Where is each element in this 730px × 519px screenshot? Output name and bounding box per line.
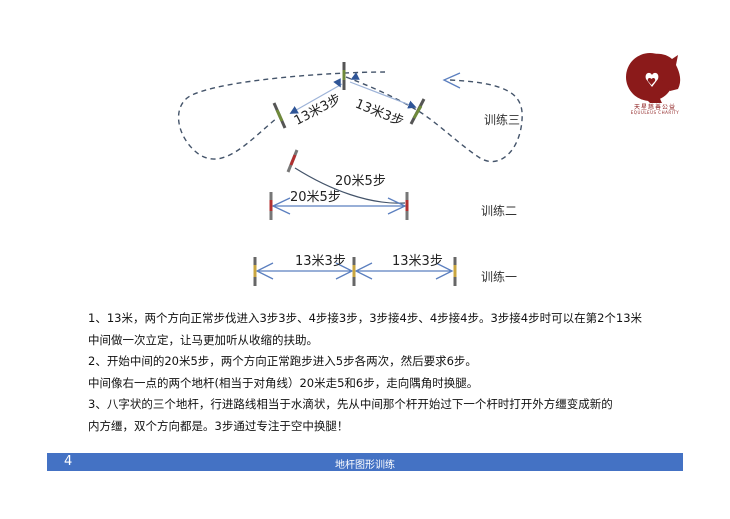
- footer-title: 地杆图形训练: [335, 460, 395, 471]
- logo-name-en: EQUULEUS CHARITY: [630, 110, 680, 115]
- exercise3-label: 训练三: [484, 113, 521, 127]
- double-arrow: [354, 262, 454, 280]
- pole: [286, 149, 299, 173]
- open-arrow-icon: [442, 72, 461, 89]
- distance-label: 20米5步: [335, 174, 386, 189]
- pole: [409, 98, 426, 125]
- text-line: 内方缰，双个方向都是。3步通过专注于空中换腿！: [88, 418, 349, 433]
- distance-label: 13米3步: [295, 254, 346, 269]
- pole: [272, 102, 287, 129]
- instructions-text: 1、13米，两个方向正常步伐进入3步3步、4步接3步，3步接4步、4步接4步。3…: [88, 308, 668, 437]
- double-arrow: [255, 262, 354, 280]
- double-arrow: [271, 197, 407, 215]
- text-line: 1、13米，两个方向正常步伐进入3步3步、4步接3步，3步接4步、4步接4步。3…: [88, 311, 643, 325]
- distance-label: 20米5步: [290, 190, 341, 205]
- text-line: 2、开始中间的20米5步，两个方向正常跑步进入5步各两次，然后要求6步。: [88, 354, 477, 368]
- horse-heart-logo-icon: [626, 53, 681, 103]
- page-number: 4: [64, 454, 73, 469]
- exercise1-label: 训练一: [481, 270, 518, 284]
- exercise2-label: 训练二: [481, 204, 518, 218]
- distance-label: 13米3步: [392, 254, 443, 269]
- text-line: 3、八字状的三个地杆，行进路线相当于水滴状，先从中间那个杆开始过下一个杆时打开外…: [88, 397, 613, 411]
- exercise2-diagonal: [294, 167, 406, 204]
- footer-bar: 4 地杆图形训练: [47, 453, 683, 471]
- logo-name-cn: 天星慈善公益: [633, 104, 676, 111]
- text-line: 中间像右一点的两个地杆(相当于对角线）20米走5和6步，走向隅角时换腿。: [88, 375, 479, 390]
- text-line: 中间做一次立定，让马更加听从收缩的扶助。: [88, 332, 318, 347]
- exercise3-path: [177, 71, 523, 163]
- exercise3-arrows: [289, 72, 417, 114]
